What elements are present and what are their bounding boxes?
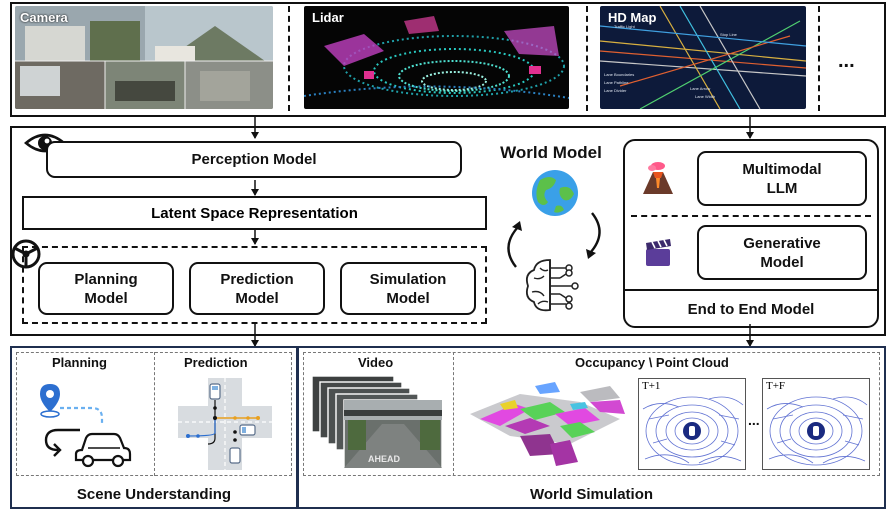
sensor-divider: [586, 6, 588, 111]
prediction-model-box: Prediction Model: [189, 262, 325, 315]
hdmap-annotation: Lane Arrow: [690, 86, 710, 91]
end-to-end-model-label: End to End Model: [687, 301, 815, 318]
multimodal-llm-box: Multimodal LLM: [697, 151, 867, 206]
globe-icon: [530, 168, 580, 218]
latent-space-label: Latent Space Representation: [151, 204, 358, 222]
camera-label: Camera: [20, 10, 68, 25]
simulation-model-box: Simulation Model: [340, 262, 476, 315]
video-label: Video: [358, 355, 394, 370]
generative-model-label: Generative Model: [743, 234, 821, 271]
route-planning-icon: [30, 382, 150, 468]
pointcloud-frame-tf: [762, 378, 870, 470]
planning-model-box: Planning Model: [38, 262, 174, 315]
sensor-divider: [818, 6, 820, 111]
lidar-pointcloud: [304, 16, 569, 99]
scene-understanding-title: Scene Understanding: [76, 486, 232, 503]
model-architecture-frame: [10, 126, 886, 336]
hdmap-annotation: Traffic Light: [614, 24, 636, 29]
lidar-label: Lidar: [312, 10, 344, 25]
panel-solid-divider: [625, 289, 877, 291]
latent-space-box: Latent Space Representation: [22, 196, 487, 230]
hdmap-annotation: Lane Divider: [604, 88, 627, 93]
world-simulation-title: World Simulation: [529, 486, 654, 503]
frame-label-tf: T+F: [766, 380, 786, 392]
simulation-model-label: Simulation Model: [369, 270, 447, 307]
lidar-image: [304, 6, 569, 109]
multimodal-llm-label: Multimodal LLM: [742, 160, 822, 197]
planning-model-label: Planning Model: [74, 270, 138, 307]
hdmap-annotation: Lane Width: [695, 94, 715, 99]
occupancy-voxel-image: [460, 374, 630, 470]
hdmap-annotation: Lane Pathline: [604, 80, 629, 85]
generative-model-box: Generative Model: [697, 225, 867, 280]
hdmap-image: Traffic Light Stop Line Lane Boundaries …: [600, 6, 806, 109]
hdmap-lanes: Traffic Light Stop Line Lane Boundaries …: [600, 6, 806, 109]
frames-ellipsis: ...: [748, 412, 760, 428]
simulation-inner-box: [303, 352, 880, 476]
end-to-end-panel: [623, 139, 879, 328]
scene-inner-divider: [154, 352, 155, 476]
pointcloud-frame-t1: [638, 378, 746, 470]
planning-label: Planning: [52, 355, 107, 370]
hdmap-annotation: Lane Boundaries: [604, 72, 634, 77]
video-frame-stack: AHEAD: [312, 376, 444, 470]
cycle-arrows-icon: [498, 205, 610, 275]
more-sensors-ellipsis: ...: [838, 50, 855, 72]
intersection-prediction-icon: [178, 378, 272, 470]
hdmap-label: HD Map: [608, 10, 657, 25]
panel-dashed-divider: [631, 215, 871, 217]
prediction-model-label: Prediction Model: [220, 270, 294, 307]
world-simulation-frame: [297, 346, 886, 509]
occupancy-label: Occupancy \ Point Cloud: [575, 355, 729, 370]
hdmap-annotation: Stop Line: [720, 32, 738, 37]
camera-image: [15, 6, 273, 109]
world-model-title: World Model: [500, 143, 602, 162]
brain-circuit-icon: [522, 254, 584, 316]
downstream-models-group: [22, 246, 487, 324]
sensor-divider: [288, 6, 290, 111]
sensor-inputs-frame: [10, 2, 886, 117]
frame-label-t1: T+1: [642, 380, 661, 392]
perception-model-box: Perception Model: [46, 141, 462, 178]
prediction-label: Prediction: [184, 355, 248, 370]
perception-model-label: Perception Model: [191, 151, 317, 168]
clapperboard-icon: [644, 238, 672, 268]
volcano-icon: [641, 160, 675, 196]
road-marking-text: AHEAD: [368, 454, 401, 464]
camera-collage: [15, 6, 273, 109]
simulation-inner-divider: [453, 352, 454, 476]
